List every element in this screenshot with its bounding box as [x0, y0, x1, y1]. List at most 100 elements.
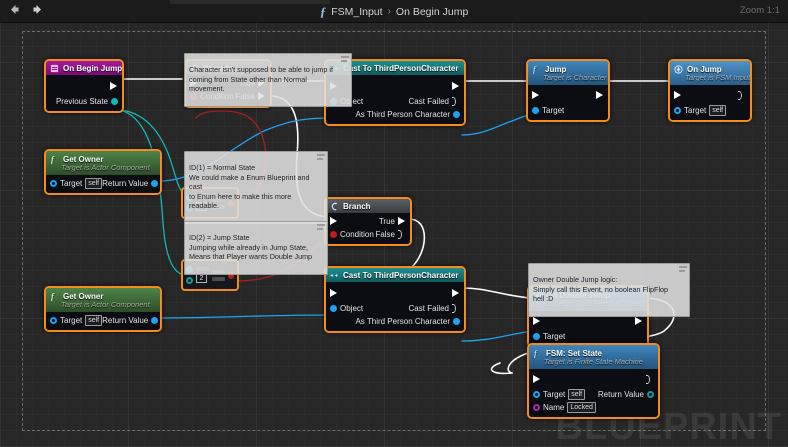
- exec-out-true-pin[interactable]: [398, 217, 406, 226]
- target-in-pin[interactable]: [533, 333, 540, 340]
- pin-label-as-third-person-character: As Third Person Character: [355, 110, 450, 119]
- exec-out-pin[interactable]: [110, 81, 118, 91]
- node-header: On Begin Jump: [46, 61, 122, 75]
- as-third-person-character-out-pin[interactable]: [453, 111, 460, 118]
- node-body: Target: [528, 85, 608, 120]
- target-value-field[interactable]: self: [709, 105, 727, 116]
- object-in-pin[interactable]: [330, 305, 337, 312]
- return-value-out-pin[interactable]: [151, 180, 159, 187]
- return-value-out-pin[interactable]: [647, 391, 654, 398]
- pin-label-target: Target: [60, 316, 83, 325]
- function-icon: ƒ: [319, 3, 327, 19]
- target-in-pin[interactable]: [50, 317, 57, 324]
- pin-label-condition: Condition: [340, 230, 374, 239]
- blueprint-graph-canvas[interactable]: Character isn't supposed to be able to j…: [0, 23, 788, 447]
- node-subtitle: Target is Finite State Machine: [544, 356, 643, 366]
- exec-out-false-pin[interactable]: [398, 230, 406, 239]
- target-value-field[interactable]: self: [85, 315, 103, 326]
- exec-out-cast-failed-pin[interactable]: [452, 97, 460, 106]
- name-value-field[interactable]: Locked: [567, 402, 596, 413]
- node-get-owner-1[interactable]: f Get Owner Target is Actor Component Ta…: [44, 149, 162, 195]
- exec-out-pin[interactable]: [738, 91, 746, 100]
- node-jump[interactable]: f Jump Target is Character Target: [526, 59, 610, 122]
- pin-label-as-third-person-character: As Third Person Character: [355, 317, 450, 326]
- exec-out-pin[interactable]: [452, 288, 460, 298]
- node-header: Branch: [326, 199, 410, 213]
- pin-label-cast-failed: Cast Failed: [408, 304, 449, 313]
- node-body: Previous State: [46, 75, 122, 111]
- comment-resize-handle[interactable]: [341, 56, 349, 64]
- exec-out-pin[interactable]: [646, 375, 654, 384]
- arrow-left-icon[interactable]: [8, 3, 21, 16]
- node-branch-2[interactable]: Branch True Condition False: [324, 197, 412, 246]
- equal-value-field[interactable]: 2: [196, 274, 207, 283]
- exec-in-pin[interactable]: [330, 288, 338, 298]
- comment-resize-handle[interactable]: [317, 224, 325, 232]
- comment-id2[interactable]: ID(2) = Jump State Jumping while already…: [184, 221, 328, 276]
- node-body: True Condition False: [326, 213, 410, 244]
- comment-resize-handle[interactable]: [679, 266, 687, 274]
- event-node-icon: [50, 64, 59, 72]
- equal-b-in-pin[interactable]: [186, 277, 193, 284]
- svg-text:f: f: [51, 292, 55, 301]
- function-icon: f: [51, 292, 55, 301]
- node-on-jump[interactable]: On Jump Target is FSM Input Target self: [668, 59, 752, 122]
- node-body: Target self Return Value: [46, 175, 160, 193]
- exec-in-pin[interactable]: [533, 375, 541, 384]
- previous-state-out-pin[interactable]: [111, 98, 118, 105]
- node-header: f Jump Target is Character: [528, 61, 608, 85]
- exec-out-pin[interactable]: [452, 81, 460, 91]
- exec-in-pin[interactable]: [532, 91, 540, 100]
- pin-label-target: Target: [543, 332, 566, 341]
- node-title: Get Owner: [63, 154, 104, 164]
- node-cast-to-thirdpersoncharacter-2[interactable]: Cast To ThirdPersonCharacter Object Cast…: [324, 266, 466, 333]
- breadcrumb: ƒ FSM_Input › On Begin Jump: [0, 0, 788, 23]
- node-get-owner-2[interactable]: f Get Owner Target is Actor Component Ta…: [44, 286, 162, 332]
- navigation-arrows[interactable]: [8, 3, 44, 16]
- function-icon: f: [534, 349, 538, 358]
- node-subtitle: Target is Character: [543, 72, 607, 82]
- pin-label-return-value: Return Value: [102, 316, 149, 325]
- zoom-level-label: Zoom 1:1: [739, 5, 780, 16]
- as-third-person-character-out-pin[interactable]: [453, 318, 460, 325]
- pin-label-previous-state: Previous State: [55, 97, 108, 106]
- event-dispatcher-icon: [674, 64, 683, 74]
- exec-out-pin[interactable]: [635, 317, 643, 326]
- return-value-out-pin[interactable]: [151, 317, 159, 324]
- node-subtitle: Target is Actor Component: [61, 162, 150, 172]
- target-in-pin[interactable]: [532, 107, 539, 114]
- node-on-begin-jump[interactable]: On Begin Jump Previous State: [44, 59, 124, 113]
- comment-double-jump[interactable]: Owner Double Jump logic: Simply call thi…: [528, 263, 690, 318]
- breadcrumb-leaf[interactable]: On Begin Jump: [395, 5, 469, 18]
- pin-label-false: False: [375, 230, 395, 239]
- exec-out-pin[interactable]: [596, 91, 604, 100]
- target-in-pin[interactable]: [674, 107, 681, 114]
- condition-in-pin[interactable]: [330, 231, 337, 238]
- node-fsm-set-state[interactable]: f FSM: Set State Target is Finite State …: [527, 343, 660, 419]
- exec-out-cast-failed-pin[interactable]: [452, 304, 460, 313]
- target-value-field[interactable]: self: [568, 389, 586, 400]
- target-in-pin[interactable]: [533, 391, 540, 398]
- target-in-pin[interactable]: [50, 180, 57, 187]
- target-value-field[interactable]: self: [85, 178, 103, 189]
- pin-label-target: Target: [60, 179, 83, 188]
- node-title: On Jump: [687, 64, 722, 74]
- comment-resize-handle[interactable]: [317, 154, 325, 162]
- comment-text: Owner Double Jump logic: Simply call thi…: [533, 275, 669, 304]
- arrow-right-icon[interactable]: [31, 3, 44, 16]
- comment-text: ID(1) = Normal State We could make a Enu…: [189, 163, 310, 211]
- exec-in-pin[interactable]: [674, 91, 682, 100]
- node-header: On Jump Target is FSM Input: [670, 61, 750, 85]
- exec-in-pin[interactable]: [533, 317, 541, 326]
- pin-label-cast-failed: Cast Failed: [408, 97, 449, 106]
- pin-label-target: Target: [542, 106, 565, 115]
- comment-jump-guard[interactable]: Character isn't supposed to be able to j…: [184, 53, 352, 108]
- exec-in-pin[interactable]: [330, 217, 338, 226]
- function-icon: f: [51, 155, 55, 164]
- name-in-pin[interactable]: [533, 404, 540, 411]
- chevron-right-icon: ›: [387, 6, 391, 17]
- comment-id1[interactable]: ID(1) = Normal State We could make a Enu…: [184, 151, 328, 224]
- breadcrumb-root[interactable]: FSM_Input: [331, 5, 383, 18]
- node-title: On Begin Jump: [63, 63, 123, 73]
- node-header: f FSM: Set State Target is Finite State …: [529, 345, 658, 369]
